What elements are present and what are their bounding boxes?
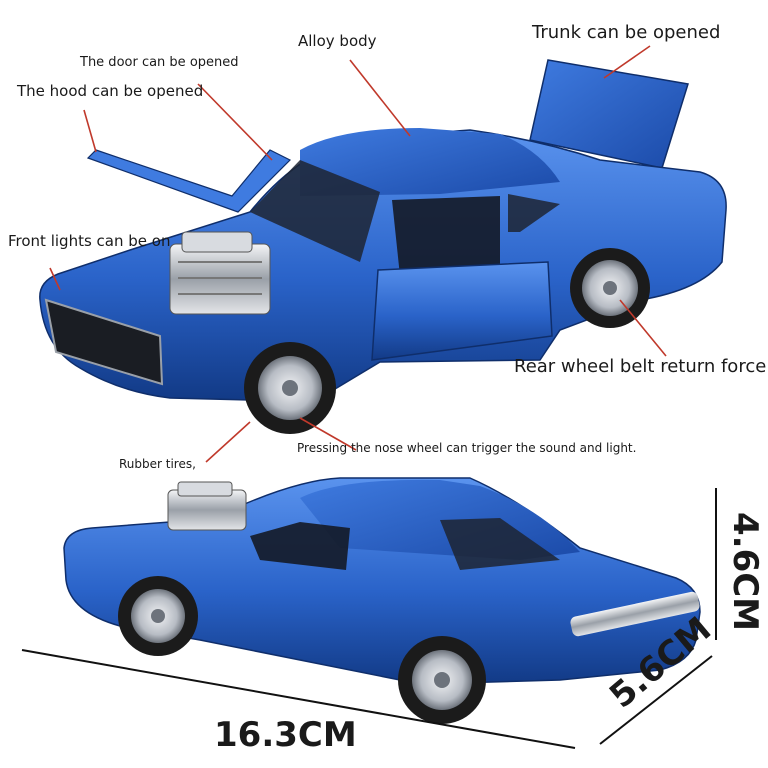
leader-line-trunk [603, 45, 651, 79]
bottom-car [63, 477, 701, 724]
dimension-lines [21, 488, 717, 749]
annotation-trunk: Trunk can be opened [532, 22, 721, 43]
front-grille [44, 298, 164, 386]
car-body [39, 129, 727, 401]
front-wheel [244, 342, 336, 434]
side-window [392, 196, 500, 276]
leader-line-hood [83, 109, 97, 153]
annotation-hood: The hood can be opened [17, 82, 204, 100]
rear-wheel [398, 636, 486, 724]
top-car [39, 59, 727, 434]
dimension-length: 16.3CM [214, 715, 357, 755]
leader-lines [49, 45, 667, 463]
leader-line-rubber-tires [205, 421, 251, 463]
leader-line-door [197, 83, 273, 161]
annotation-front-lights: Front lights can be on [8, 232, 171, 250]
engine [169, 231, 271, 315]
engine [167, 481, 247, 531]
car-roof [300, 128, 560, 196]
leader-line-front-lights [49, 267, 61, 291]
leader-line-rear-wheel [619, 299, 667, 357]
annotation-rear-wheel: Rear wheel belt return force [514, 356, 767, 377]
annotation-rubber-tires: Rubber tires, [119, 457, 196, 471]
rear-bumper [570, 591, 700, 637]
windshield [250, 160, 380, 262]
side-window [250, 522, 350, 570]
annotation-door: The door can be opened [80, 55, 239, 70]
leader-line-alloy [349, 59, 411, 137]
dimension-height: 4.6CM [725, 512, 765, 632]
length-dimension-line [21, 649, 576, 749]
rear-wheel [570, 248, 650, 328]
leader-line-nose-wheel [299, 417, 357, 451]
annotation-nose-wheel: Pressing the nose wheel can trigger the … [297, 441, 637, 455]
rear-window [440, 518, 560, 570]
width-dimension-line [599, 655, 713, 745]
front-wheel [118, 576, 198, 656]
rear-window [508, 194, 560, 232]
open-door [371, 261, 553, 361]
annotation-alloy-body: Alloy body [298, 32, 377, 50]
